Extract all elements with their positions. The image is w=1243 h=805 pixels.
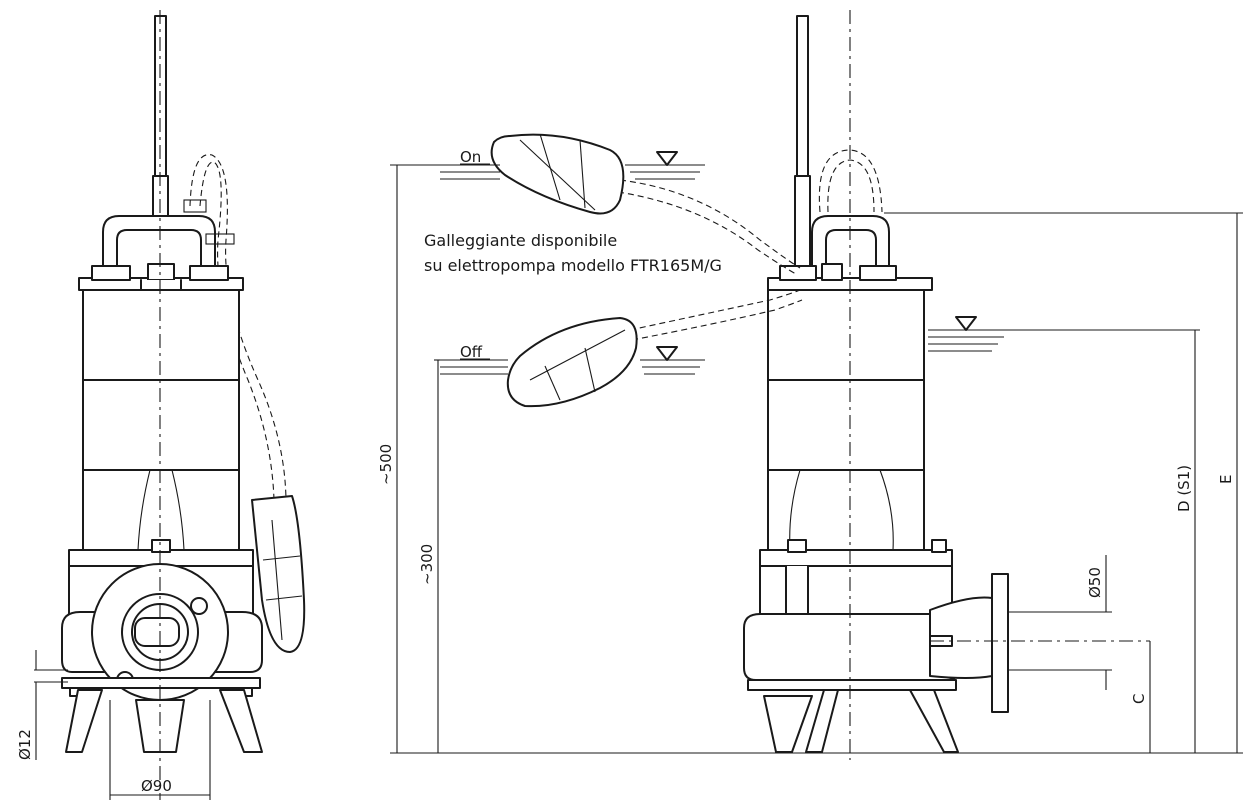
- water-level-on-icon: [656, 151, 678, 166]
- dim-12-label: Ø12: [16, 729, 34, 760]
- motor-casing: [82, 289, 240, 551]
- float-off: [440, 289, 803, 408]
- label-on: On: [460, 148, 481, 166]
- note-line-1: Galleggiante disponibile: [424, 231, 617, 250]
- float-off-body: [506, 317, 638, 408]
- dimensions: [390, 164, 1243, 753]
- discharge-flange-side: [991, 573, 1009, 713]
- water-level-off-icon: [656, 346, 678, 361]
- water-level-pump-icon: [955, 316, 977, 331]
- float-on-body: [490, 133, 625, 215]
- handle-side: [811, 215, 890, 271]
- leg-right: [219, 689, 263, 753]
- float-switch-front: [251, 495, 306, 653]
- note-line-2: su elettropompa modello FTR165M/G: [424, 256, 722, 275]
- dim-50-label: Ø50: [1086, 567, 1104, 598]
- label-off: Off: [460, 343, 483, 361]
- dim-e-label: E: [1217, 475, 1235, 484]
- dim-500-label: ~500: [377, 444, 395, 485]
- float-cable: [189, 154, 287, 501]
- float-on: [440, 133, 801, 275]
- leg-left: [65, 689, 103, 753]
- dim-d-label: D (S1): [1175, 465, 1193, 512]
- dim-300-label: ~300: [418, 544, 436, 585]
- cable-tube-side: [796, 15, 809, 177]
- motor-casing-side: [767, 289, 925, 551]
- water-level-pump: [928, 316, 1010, 352]
- front-view: [34, 10, 306, 800]
- dim-c-label: C: [1130, 694, 1148, 704]
- handle: [102, 215, 216, 271]
- volute-side: [743, 613, 959, 681]
- base-plate: [61, 677, 261, 689]
- side-view: [390, 10, 1243, 760]
- dim-90-label: Ø90: [141, 777, 172, 795]
